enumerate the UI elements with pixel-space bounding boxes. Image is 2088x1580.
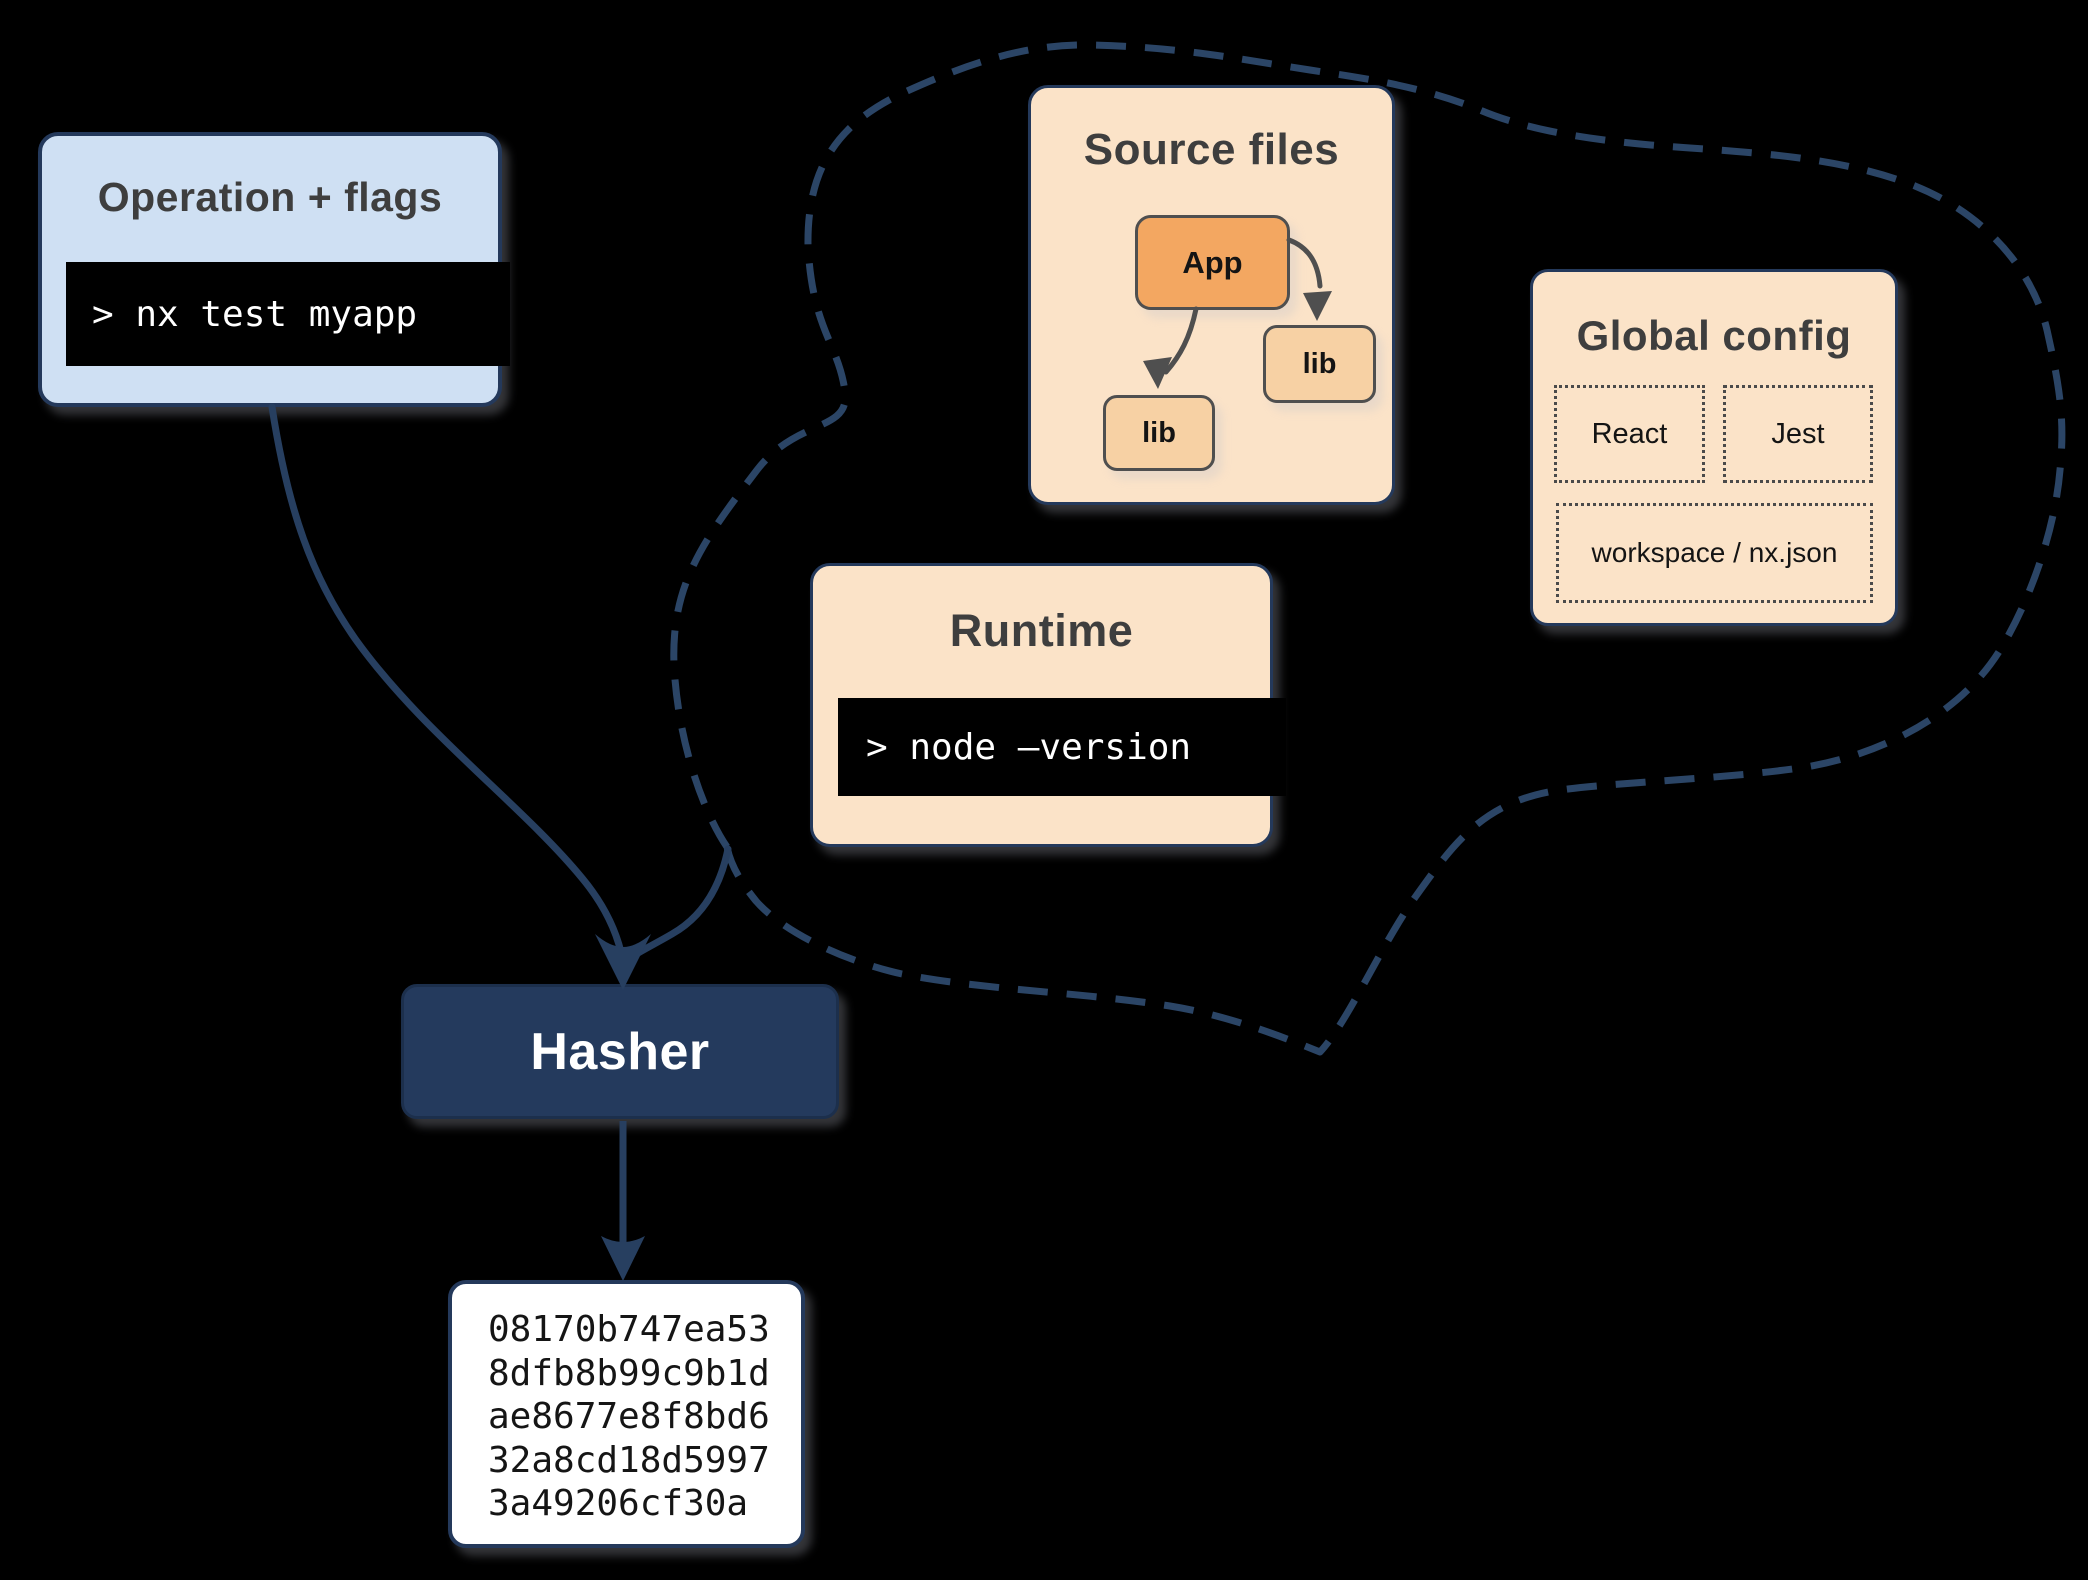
react-config-item: React (1554, 385, 1705, 483)
app-node: App (1135, 215, 1290, 310)
hash-line: ae8677e8f8bd6 (488, 1396, 770, 1438)
hash-line: 8dfb8b99c9b1d (488, 1352, 770, 1394)
source-files-box: Source files App lib lib (1028, 85, 1395, 505)
global-config-title: Global config (1576, 312, 1852, 359)
app-node-label: App (1182, 244, 1243, 280)
lib-node-left: lib (1103, 395, 1215, 471)
runtime-title: Runtime (949, 605, 1134, 656)
hash-line: 08170b747ea53 (488, 1309, 770, 1350)
react-label: React (1591, 417, 1668, 450)
hasher-label: Hasher (530, 1022, 710, 1081)
lib-node-right-label: lib (1302, 347, 1337, 380)
arrow-operation-to-hasher (268, 403, 625, 956)
hasher-arrowhead-icon (595, 934, 651, 990)
jest-label: Jest (1771, 417, 1825, 450)
arrow-cloud-to-hasher (623, 845, 732, 964)
runtime-box: Runtime > node –version (810, 563, 1286, 847)
source-files-title: Source files (1083, 125, 1340, 174)
hash-line: 32a8cd18d5997 (488, 1439, 770, 1481)
workspace-label: workspace / nx.json (1591, 537, 1838, 568)
global-config-box: Global config React Jest workspace / nx.… (1530, 269, 1898, 626)
hash-line: 3a49206cf30a (488, 1483, 749, 1525)
runtime-terminal: > node –version (838, 698, 1286, 796)
jest-config-item: Jest (1723, 385, 1873, 483)
runtime-command: > node –version (866, 726, 1192, 768)
operation-terminal: > nx test myapp (66, 262, 510, 366)
hash-arrowhead-icon (601, 1236, 645, 1281)
lib-node-left-label: lib (1142, 416, 1176, 449)
hasher-box: Hasher (401, 984, 839, 1119)
hash-output-box: 08170b747ea53 8dfb8b99c9b1d ae8677e8f8bd… (448, 1280, 805, 1548)
operation-flags-box: Operation + flags > nx test myapp (38, 132, 510, 407)
lib-node-right: lib (1263, 325, 1376, 403)
operation-command: > nx test myapp (92, 293, 418, 335)
operation-flags-title: Operation + flags (97, 174, 443, 220)
workspace-config-item: workspace / nx.json (1556, 503, 1873, 603)
